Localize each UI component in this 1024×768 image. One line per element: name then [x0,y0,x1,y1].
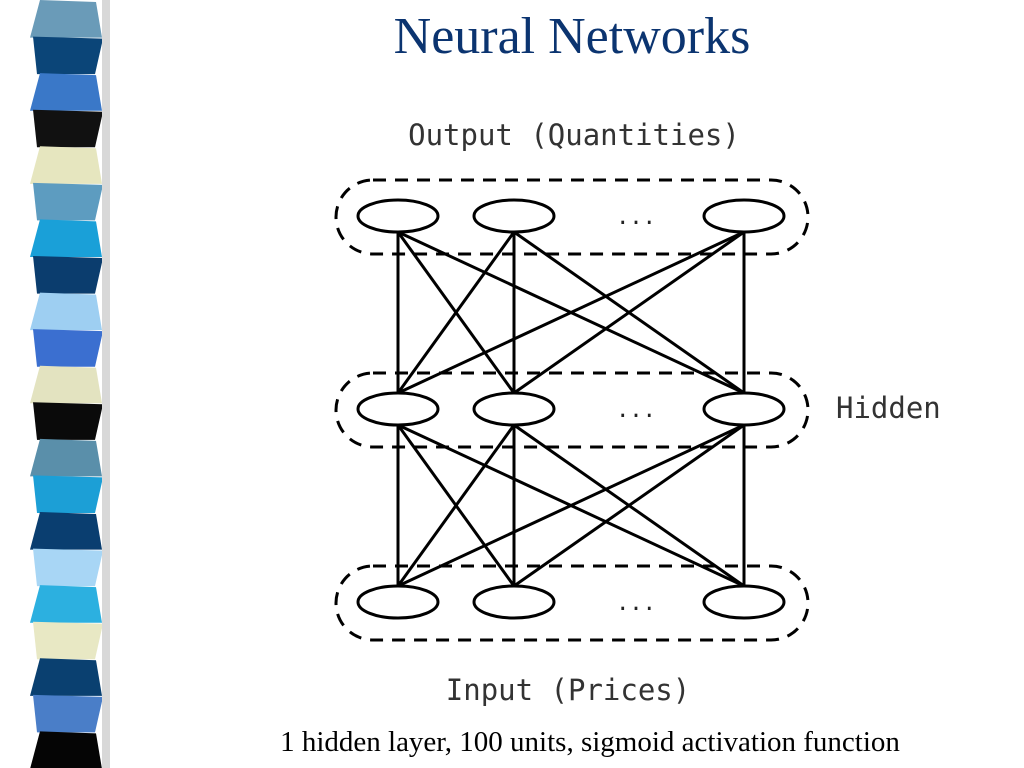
hidden-layer-outline [334,371,810,449]
hidden-node [356,391,440,427]
strip-band [33,475,103,513]
connection-lines [396,230,746,588]
strip-band [33,694,103,733]
strip-band [33,182,103,221]
strip-svg [30,0,110,768]
output-node [702,198,786,234]
connection-line [397,230,745,395]
strip-band [33,402,103,440]
output-layer-label: Output (Quantities) [408,118,740,152]
input-node [356,584,440,620]
strip-shadow [102,0,110,768]
hidden-node [472,391,556,427]
slide-caption: 1 hidden layer, 100 units, sigmoid activ… [280,726,900,758]
network-nodes [356,198,786,620]
strip-band [30,292,102,331]
strip-band [30,219,102,257]
strip-band [30,0,102,38]
input-node [702,584,786,620]
hidden-ellipsis: ... [616,398,656,423]
connection-line [396,424,516,587]
connection-line [513,423,745,588]
strip-band [33,256,103,294]
strip-band [30,658,102,696]
hidden-layer-label: Hidden [836,391,941,425]
connection-line [397,423,745,588]
decorative-side-strip [0,0,110,768]
strip-band [33,36,103,75]
input-layer-outline [334,564,810,642]
strip-band [30,731,102,768]
hidden-node [702,391,786,427]
input-node [472,584,556,620]
output-layer-outline [334,178,810,256]
strip-band [30,438,102,477]
slide-title: Neural Networks [393,8,751,65]
strip-band [30,146,102,184]
strip-band [30,365,102,404]
strip-band [30,585,102,623]
strip-band [30,73,102,111]
strip-band [33,109,103,148]
output-node [356,198,440,234]
output-node [472,198,556,234]
strip-band [30,512,102,550]
strip-band [33,329,103,367]
input-layer-label: Input (Prices) [446,673,690,707]
output-ellipsis: ... [616,205,656,230]
connection-line [513,230,745,395]
input-ellipsis: ... [616,591,656,616]
connection-line [396,231,516,394]
strip-band [33,621,103,660]
strip-band [33,548,103,587]
